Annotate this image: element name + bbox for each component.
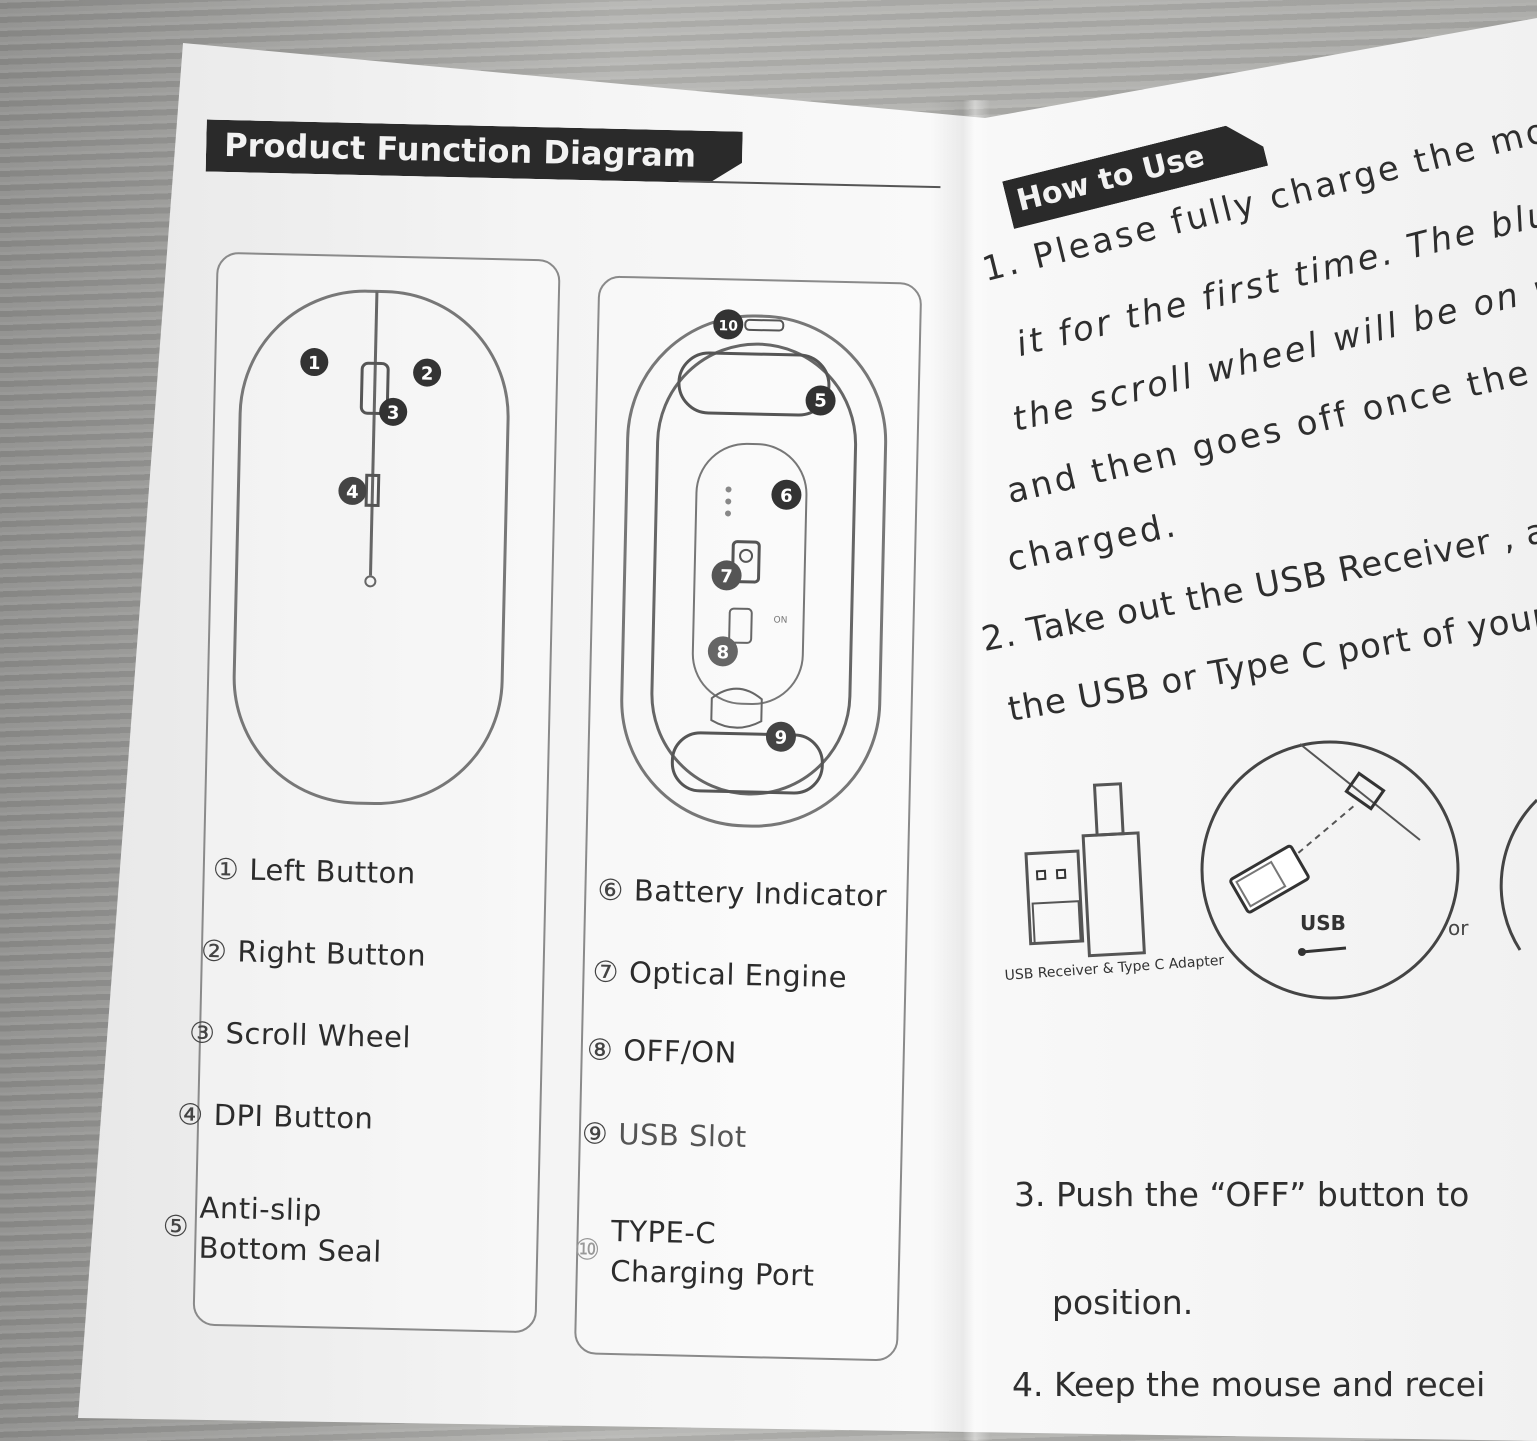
callout-8-text: 8	[716, 642, 729, 663]
title-rule	[678, 180, 941, 189]
legend-label: USB Slot	[618, 1117, 748, 1155]
legend-label: Left Button	[248, 852, 417, 891]
callout-6-text: 6	[780, 486, 793, 507]
legend-label: DPI Button	[213, 1097, 374, 1136]
legend-label: Optical Engine	[628, 955, 848, 995]
legend-num: ②	[200, 933, 228, 969]
usb-receiver-illustration: USB Receiver & Type C Adapter USB or	[1004, 740, 1537, 1000]
step4-line: 4. Keep the mouse and recei	[1012, 1365, 1486, 1404]
legend-label: Anti-slip Bottom Seal	[198, 1190, 383, 1269]
legend-num: ⑨	[581, 1116, 609, 1151]
legend-label: Scroll Wheel	[225, 1016, 412, 1055]
legend-usb-slot: ⑨ USB Slot	[582, 1116, 748, 1154]
receiver-caption: USB Receiver & Type C Adapter	[1004, 953, 1225, 984]
callout-4	[338, 476, 367, 505]
legend-num: ③	[188, 1015, 216, 1050]
legend-scroll-wheel: ③ Scroll Wheel	[189, 1015, 412, 1054]
legend-num: ⑧	[586, 1032, 614, 1067]
legend-num: ⑩	[573, 1232, 602, 1267]
callout-1-text: 1	[308, 353, 321, 374]
step3-line-1: 3. Push the “OFF” button to	[1014, 1175, 1470, 1214]
legend-num: ⑦	[592, 954, 620, 990]
callout-7	[711, 560, 742, 591]
callout-2	[413, 358, 442, 387]
legend-label: Right Button	[237, 934, 427, 973]
legend-num: ⑤	[162, 1208, 190, 1244]
page-title: Product Function Diagram	[206, 120, 743, 184]
callout-1	[300, 348, 329, 377]
callout-4-text: 4	[346, 482, 359, 503]
legend-num: ⑥	[597, 872, 625, 908]
usb-label: USB	[1300, 911, 1346, 935]
step3-line-2: position.	[1052, 1283, 1194, 1322]
legend-label: OFF/ON	[622, 1033, 738, 1070]
callout-5-text: 5	[814, 390, 827, 411]
legend-num: ④	[176, 1097, 205, 1132]
callout-10-text: 10	[718, 318, 738, 334]
right-page: How to Use 1. Please fully charge the mo…	[978, 93, 1537, 1404]
legend-num: ①	[212, 851, 240, 887]
callout-10	[713, 309, 744, 340]
or-label: or	[1448, 916, 1469, 940]
callout-3-text: 3	[387, 403, 400, 424]
callout-6	[771, 479, 802, 510]
callout-9-text: 9	[774, 728, 787, 749]
left-page: Product Function Diagram 1 2 3 4 ON	[111, 110, 941, 1388]
step1-line-5: charged.	[1003, 504, 1182, 580]
callout-2-text: 2	[421, 363, 434, 384]
legend-label: Battery Indicator	[633, 873, 888, 914]
callout-3	[379, 397, 408, 426]
callout-8	[707, 636, 738, 667]
callout-5	[805, 385, 836, 416]
switch-on-label: ON	[773, 616, 787, 626]
legend-label: TYPE-C Charging Port	[609, 1213, 815, 1293]
callout-7-text: 7	[720, 566, 733, 587]
callout-9	[765, 721, 796, 752]
mouse-top-illustration: 1 2 3 4	[232, 289, 510, 806]
mouse-bottom-illustration: ON 10 5 6 7 8 9	[620, 309, 888, 828]
manual-fold	[930, 100, 990, 1441]
